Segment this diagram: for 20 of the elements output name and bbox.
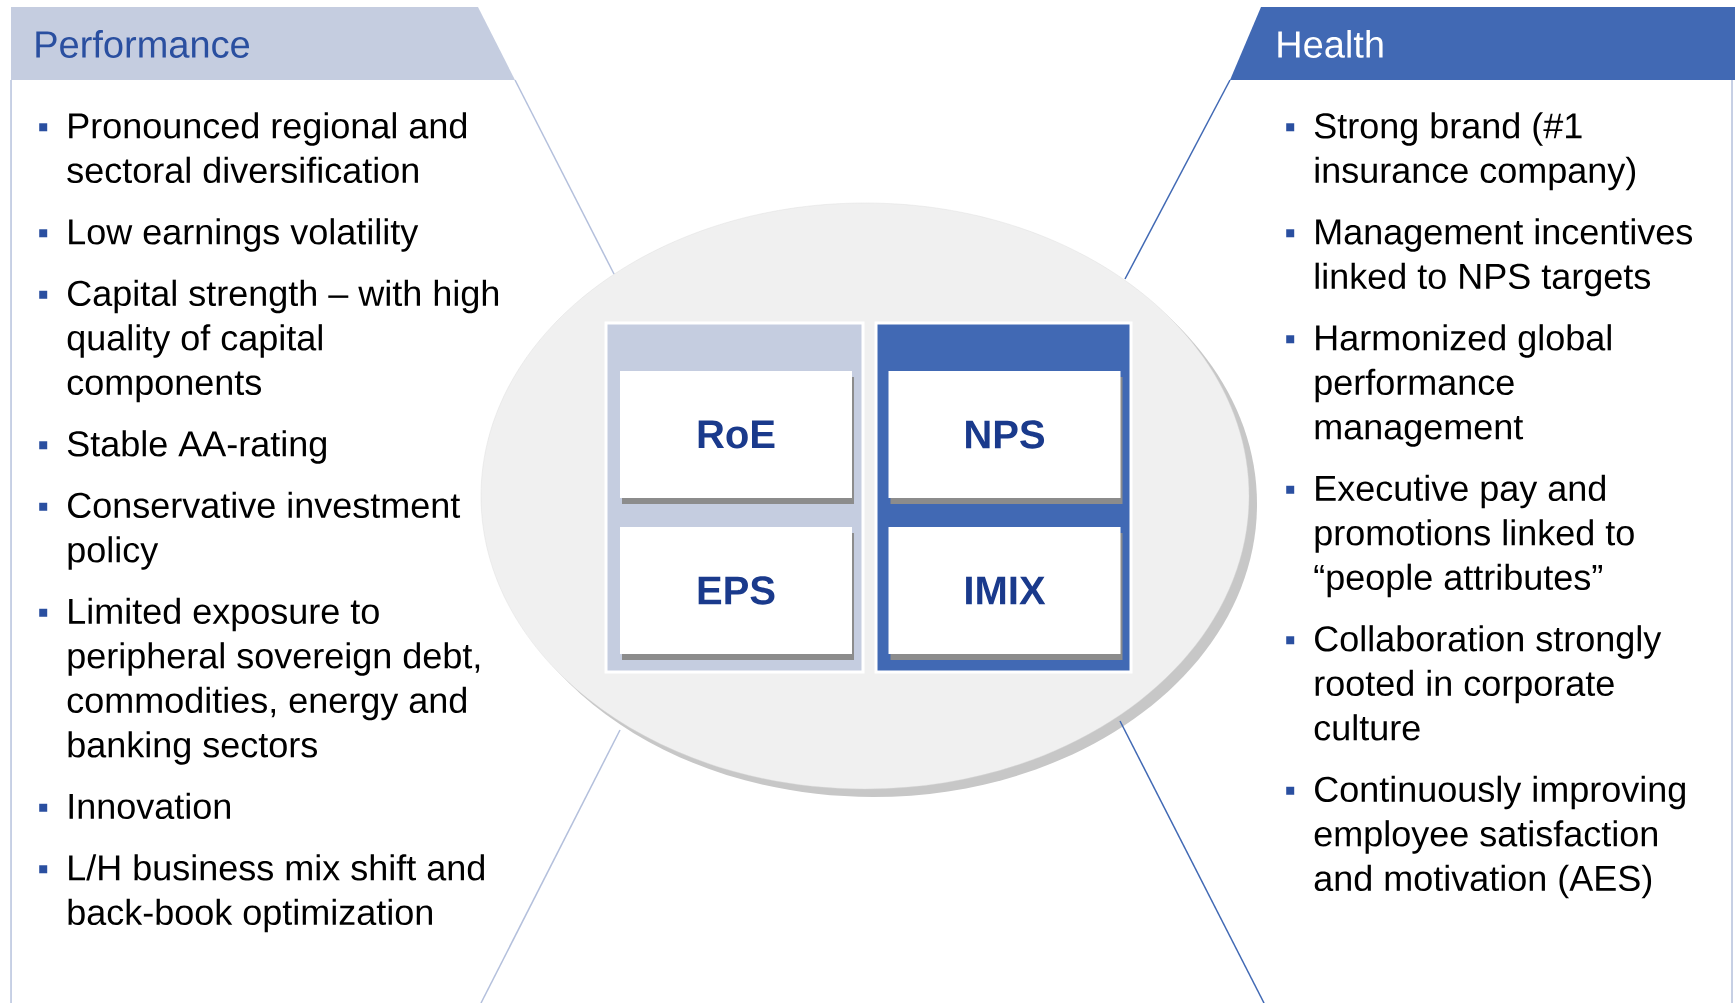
bullet-text: Stable AA-rating [67, 430, 326, 464]
bullet-text: Conservative investment policy [68, 491, 461, 570]
bullet-text: L/H business mix shift and back-book optimization [68, 854, 484, 933]
bullet-text: Capital strength – with high quality of capital components [67, 279, 498, 403]
bullet-text: Collaboration strongly rooted in corporate culture [1314, 625, 1662, 741]
metric-box: NPS [888, 371, 1123, 504]
metric-box: EPS [620, 527, 854, 660]
bullet-text: Innovation [69, 792, 230, 820]
header-band: Health [1230, 7, 1735, 80]
bullet-text: Executive pay and promotions linked to “people attributes” [1314, 474, 1634, 598]
metric-box: RoE [620, 371, 854, 504]
header-band: Performance [11, 7, 515, 80]
metric-box: IMIX [888, 527, 1123, 660]
bullet-text: Strong brand (#1 insurance company) [1314, 112, 1636, 191]
bullet-text: Continuously improving employee satisfaction and motivation (AES) [1314, 775, 1685, 899]
bullet-text: Management incentives linked to NPS targets [1315, 218, 1693, 297]
bullet-text: Low earnings volatility [69, 218, 419, 252]
bullet-text: Harmonized global performance management [1315, 324, 1611, 447]
bullet-text: Limited exposure to peripheral sovereign debt, commodities, energy and banking sectors [67, 597, 480, 765]
bullet-text: Pronounced regional and sectoral diversification [67, 112, 467, 184]
